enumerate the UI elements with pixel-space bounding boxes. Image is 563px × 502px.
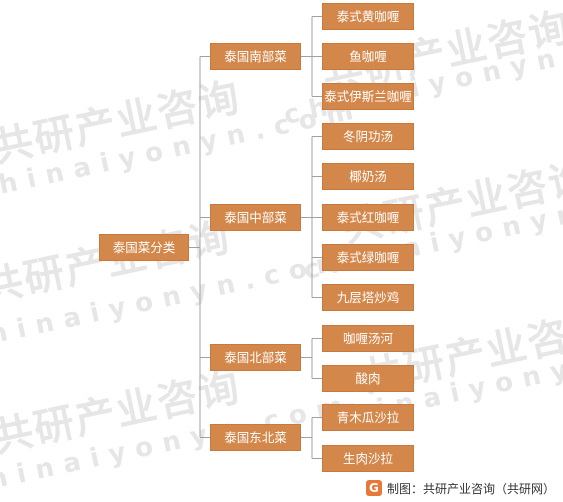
- leaf-node: 咖喱汤河: [322, 325, 414, 352]
- leaf-node: 泰式红咖喱: [322, 204, 414, 231]
- leaf-node: 椰奶汤: [322, 163, 414, 190]
- leaf-node: 泰式绿咖喱: [322, 244, 414, 271]
- credit-text: 制图：共研产业咨询（共研网）: [386, 481, 555, 496]
- leaf-node: 鱼咖喱: [322, 43, 414, 70]
- leaf-node: 泰式黄咖喱: [322, 3, 414, 30]
- leaf-node: 酸肉: [322, 365, 414, 392]
- group-node-south: 泰国南部菜: [210, 43, 301, 70]
- group-node-northeast: 泰国东北菜: [210, 424, 301, 451]
- leaf-node: 冬阴功汤: [322, 123, 414, 150]
- footer-credit: G 制图：共研产业咨询（共研网）: [365, 479, 555, 497]
- leaf-node: 泰式伊斯兰咖喱: [322, 83, 414, 110]
- leaf-node: 生肉沙拉: [322, 445, 414, 472]
- brand-logo-icon: G: [365, 480, 382, 496]
- leaf-node: 九层塔炒鸡: [322, 284, 414, 311]
- leaf-node: 青木瓜沙拉: [322, 404, 414, 431]
- root-node: 泰国菜分类: [99, 234, 189, 261]
- group-node-north: 泰国北部菜: [210, 344, 301, 371]
- group-node-central: 泰国中部菜: [210, 204, 301, 231]
